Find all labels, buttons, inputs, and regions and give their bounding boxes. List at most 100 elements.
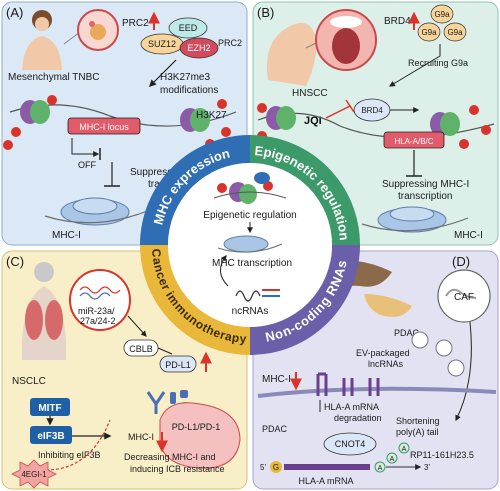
center-epigenetic-icon (213, 172, 287, 204)
pdl1-label: PD-L1 (165, 360, 191, 370)
panel-b-letter: (B) (257, 5, 274, 20)
prc2-top-label: PRC2 (122, 18, 149, 29)
jqi-label: JQI (304, 115, 322, 127)
rp-label: RP11-161H23.5 (410, 450, 474, 460)
subject-label: Mesenchymal TNBC (8, 72, 100, 83)
antibody-icon (146, 391, 166, 414)
center-mhc-icon (217, 235, 283, 253)
chromatin-b (257, 103, 495, 149)
degr-line2: degradation (334, 413, 382, 423)
mhc-c-label: MHC-I (128, 432, 154, 442)
center-ncrna-icon (235, 289, 280, 302)
caf-label: CAF (454, 292, 474, 303)
mhc-locus-label: MHC-I locus (79, 122, 129, 132)
off-label: OFF (78, 160, 96, 170)
ev-line2: lncRNAs (368, 359, 404, 369)
brd4-mid-label: BRD4 (361, 106, 383, 115)
ezh2-label: EZH2 (187, 43, 210, 53)
head-profile-icon (266, 23, 317, 86)
mir-line1: miR-23a/ (78, 306, 115, 316)
panel-d-letter: (D) (452, 254, 470, 269)
h3k27-label: H3K27 (196, 110, 227, 121)
chromatin-a (3, 95, 237, 150)
degr-line1: HLA-A mRNA (324, 402, 379, 412)
membrane-mhc-icons (316, 372, 380, 396)
five-prime-label: 5' (260, 463, 266, 472)
mirna-cluster-icon (69, 269, 131, 331)
short-line2: poly(A) tail (396, 427, 439, 437)
mhc-d-label: MHC-I (262, 374, 291, 385)
mir-line2: 27a/24-2 (80, 316, 116, 326)
mhc-b-label: MHC-I (454, 230, 483, 241)
mrna-label: HLA-A mRNA (298, 476, 353, 486)
short-line1: Shortening (396, 416, 440, 426)
gene-box (383, 131, 445, 149)
result-line2: inducing ICB resistance (130, 464, 225, 474)
pdac-top-label: PDAC (394, 328, 420, 338)
nsclc-label: NSCLC (12, 376, 46, 387)
mrna-strand: 5' G A A A 3' (260, 442, 430, 473)
pdac-left-label: PDAC (262, 424, 288, 434)
egi-inhibit-line (45, 419, 111, 471)
off-arrow (71, 138, 100, 157)
ring-segment-top-left (140, 135, 250, 245)
panel-c-letter: (C) (6, 254, 24, 269)
prc2-complex: EED SUZ12 EZH2 (140, 17, 219, 59)
g9a-label-2: G9a (421, 28, 437, 37)
eif3b-box (30, 426, 72, 444)
eif3b-label: eIF3B (37, 431, 64, 442)
breast-tissue-magnifier-icon (63, 9, 119, 51)
cnot4-shape (323, 432, 377, 456)
ring-segment-bottom-left (140, 245, 250, 355)
panel-a-letter: (A) (6, 5, 23, 20)
recruit-arrow (388, 44, 441, 87)
prc2-right-label: PRC2 (218, 38, 242, 48)
egi-label: 4EGI-1 (21, 470, 47, 479)
g9a-label-1: G9a (434, 10, 450, 19)
mitf-box (30, 398, 70, 416)
eed-label: EED (179, 23, 198, 33)
result-line1: Decreasing MHC-I and (124, 452, 216, 462)
mitf-label: MITF (38, 403, 61, 414)
mod-line1: H3K27me3 (160, 72, 210, 83)
ring-segment-top-right (250, 135, 360, 245)
prc2-to-mod-arrow (148, 59, 177, 88)
mouth-magnifier-icon (305, 9, 377, 71)
center-nc-label: ncRNAs (232, 306, 269, 317)
cblb-label: CBLB (129, 344, 153, 354)
ev-vesicles-icon (411, 331, 465, 377)
jqi-inhibit-line (325, 105, 351, 119)
poly-a-1: A (378, 465, 383, 472)
gene-label: HLA-A/B/C (394, 137, 433, 146)
poly-a-3: A (402, 446, 407, 453)
woman-figure-icon (22, 10, 62, 70)
egi-starburst-icon (11, 459, 57, 489)
mhc-complex-a-icon (44, 197, 151, 226)
suppress-b-line1: Suppressing MHC-I (382, 179, 469, 190)
cap-g (270, 461, 282, 473)
mhc-complex-b-icon (361, 206, 469, 233)
cnot4-label: CNOT4 (335, 439, 366, 449)
inhibit-label: Inhibiting eIF3B (38, 450, 101, 460)
center-loop-arrow (220, 255, 229, 287)
g9a-label-3: G9a (447, 28, 463, 37)
mir-to-cblb-arrow (127, 315, 147, 337)
ev-to-cell-arrow (455, 321, 472, 422)
mod-line2: modifications (160, 85, 218, 96)
mhc-a-label: MHC-I (52, 230, 81, 241)
ev-line1: EV-packaged (356, 348, 410, 358)
hnscc-label: HNSCC (292, 88, 328, 99)
eed-subunit (168, 17, 208, 39)
jqi-inhibit-bar (345, 99, 355, 113)
suppress-b-line2: transcription (398, 191, 452, 202)
brd4-top-label: BRD4 (384, 16, 411, 27)
caf-magnifier-icon (437, 269, 491, 323)
lungs-icon (21, 262, 67, 360)
cblb-to-pdl1 (157, 347, 173, 355)
g9a-cluster: G9a G9a G9a (417, 4, 467, 42)
pdl1-box (159, 355, 197, 373)
mhc-locus-box (67, 117, 141, 135)
three-prime-label: 3' (424, 463, 430, 472)
